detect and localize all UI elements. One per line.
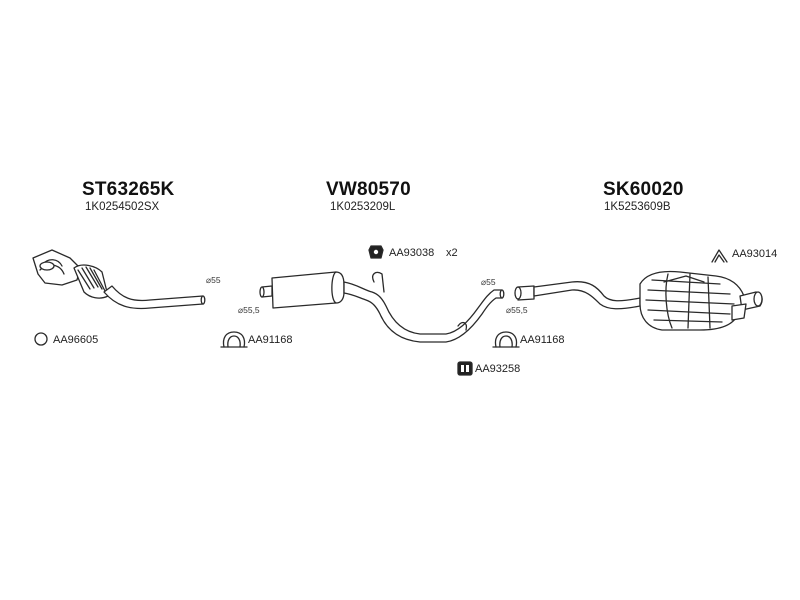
oem-number-front-pipe: 1K0254502SX (85, 201, 160, 213)
dimension-label: ⌀55 (481, 277, 496, 287)
accessory-quantity-hanger: x2 (446, 247, 458, 259)
accessory-label-clamp-1: AA91168 (248, 334, 293, 346)
dimension-label: ⌀55,5 (238, 305, 260, 315)
rubber-hanger-icon (368, 245, 384, 259)
oem-number-rear-silencer: 1K5253609B (604, 201, 671, 213)
part-code-rear-silencer: SK60020 (603, 179, 684, 200)
accessory-label-ring: AA96605 (53, 334, 99, 346)
accessory-label-mount: AA93258 (475, 363, 521, 375)
rear-silencer (514, 270, 763, 331)
front-pipe-catalyst (32, 249, 206, 310)
part-code-middle-silencer: VW80570 (326, 179, 411, 200)
rubber-mount-icon (457, 361, 473, 376)
pipe-clamp-icon (220, 331, 248, 348)
dimension-label: ⌀55,5 (506, 305, 528, 315)
accessory-label-bracket: AA93014 (732, 248, 778, 260)
pipe-clamp-icon (492, 331, 520, 348)
ring-gasket-icon (34, 332, 48, 346)
bracket-icon (711, 249, 728, 263)
middle-silencer-pipe (259, 271, 505, 343)
part-code-front-pipe: ST63265K (82, 179, 175, 200)
accessory-label-clamp-2: AA91168 (520, 334, 565, 346)
dimension-label: ⌀55 (206, 275, 221, 285)
accessory-label-hanger: AA93038 (389, 247, 435, 259)
oem-number-middle-silencer: 1K0253209L (330, 201, 396, 213)
